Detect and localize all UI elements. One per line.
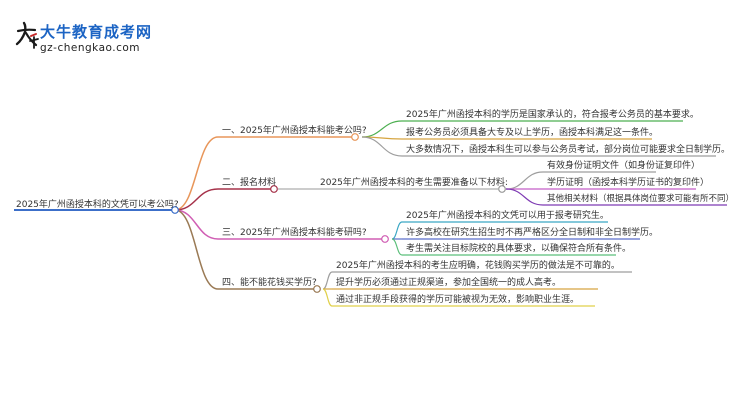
branch-node-2: 二、报名材料 xyxy=(222,178,277,188)
leaf-connector-4-3 xyxy=(322,288,333,307)
leaf-connector-4-1 xyxy=(322,271,333,290)
leaf-node-4-3: 通过非正规手段获得的学历可能被视为无效，影响职业生涯。 xyxy=(336,295,580,305)
leaf-node-3-1: 2025年广州函授本科的文凭可以用于报考研究生。 xyxy=(406,211,609,221)
branch-dot-4 xyxy=(313,285,321,293)
leaf-node-3-3: 考生需关注目标院校的具体要求，以确保符合所有条件。 xyxy=(406,244,632,254)
leaf-node-4-1: 2025年广州函授本科的考生应明确，花钱购买学历的做法是不可靠的。 xyxy=(336,261,620,271)
branch-2-sub-dot xyxy=(498,185,506,193)
leaf-node-2-1: 有效身份证明文件（如身份证复印件） xyxy=(547,161,701,171)
branch-connector-3 xyxy=(174,209,219,240)
brand-name: 大牛教育成考网 xyxy=(40,23,153,41)
branch-node-1: 一、2025年广州函授本科能考公吗? xyxy=(222,126,367,136)
leaf-connector-1-3 xyxy=(361,136,403,157)
leaf-connector-2-1 xyxy=(505,171,544,190)
branch-dot-3 xyxy=(381,235,389,243)
root-node: 2025年广州函授本科的文凭可以考公吗? xyxy=(16,200,179,210)
leaf-node-4-2: 提升学历必须通过正规渠道，参加全国统一的成人高考。 xyxy=(336,278,562,288)
branch-connector-4 xyxy=(174,209,219,290)
leaf-connector-2-3 xyxy=(505,188,544,206)
branch-connector-2 xyxy=(174,188,219,211)
branch-2-subnode: 2025年广州函授本科的考生需要准备以下材料: xyxy=(320,178,508,188)
brand-logo xyxy=(15,21,39,49)
brand-url: gz-chengkao.com xyxy=(40,42,141,54)
leaf-node-1-2: 报考公务员必须具备大专及以上学历，函授本科满足这一条件。 xyxy=(406,128,659,138)
leaf-node-2-2: 学历证明（函授本科学历证书的复印件） xyxy=(547,178,710,188)
leaf-connector-1-1 xyxy=(361,120,403,138)
root-dot xyxy=(171,206,179,214)
branch-dot-1 xyxy=(351,133,359,141)
branch-node-4: 四、能不能花钱买学历? xyxy=(222,278,317,288)
branch-connector-1 xyxy=(174,136,219,211)
leaf-connector-3-1 xyxy=(391,221,403,240)
leaf-connector-3-3 xyxy=(391,238,403,256)
leaf-node-2-3: 其他相关材料（根据具体岗位要求可能有所不同） xyxy=(547,194,735,204)
leaf-node-3-2: 许多高校在研究生招生时不再严格区分全日制和非全日制学历。 xyxy=(406,228,659,238)
leaf-node-1-3: 大多数情况下，函授本科生可以参与公务员考试，部分岗位可能要求全日制学历。 xyxy=(406,145,731,155)
branch-node-3: 三、2025年广州函授本科能考研吗? xyxy=(222,228,367,238)
branch-dot-2 xyxy=(270,185,278,193)
leaf-node-1-1: 2025年广州函授本科的学历是国家承认的，符合报考公务员的基本要求。 xyxy=(406,110,699,120)
